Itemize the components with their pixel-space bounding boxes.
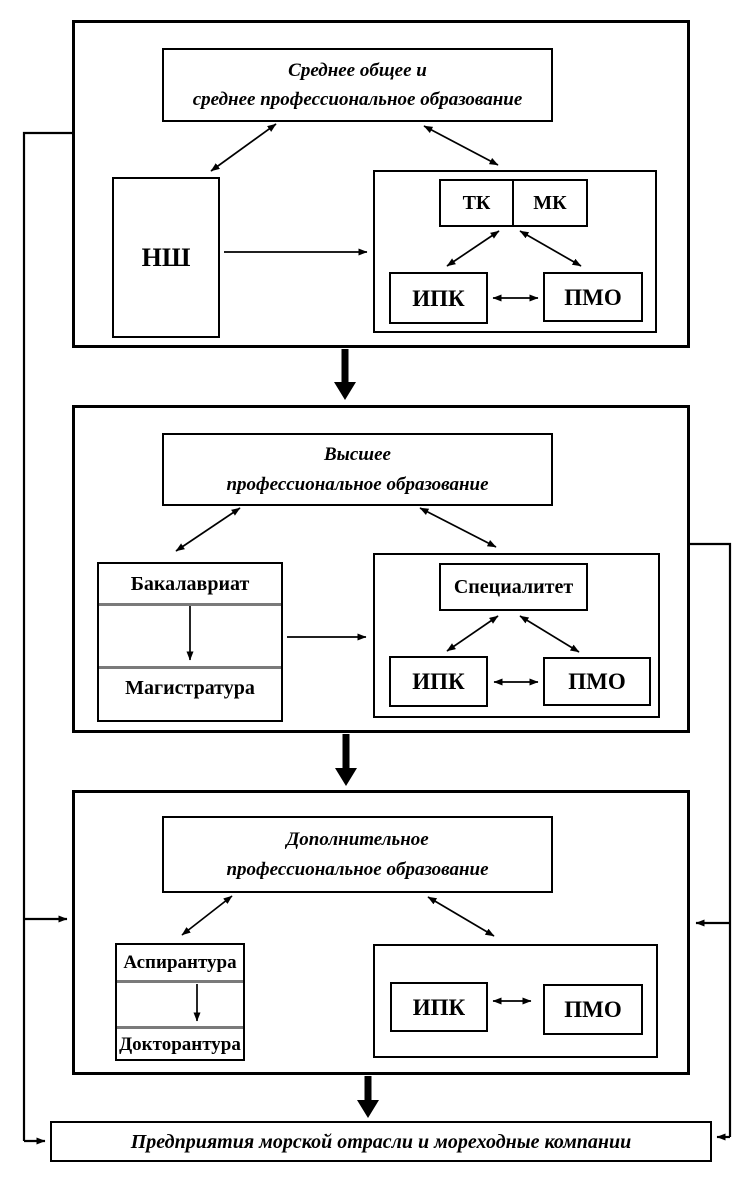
bachelor-label: Бакалавриат (130, 572, 250, 595)
maritime-enterprises-label: Предприятия морской отрасли и мореходные… (130, 1130, 632, 1153)
secondary-pmo-box: ПМО (543, 272, 643, 322)
nsh-box: НШ (112, 177, 220, 338)
tk-label: ТК (462, 192, 491, 214)
higher-ipk-label: ИПК (412, 669, 465, 694)
maritime-enterprises-bar: Предприятия морской отрасли и мореходные… (50, 1121, 712, 1162)
bachelor-divider (99, 603, 281, 606)
master-label: Магистратура (125, 677, 255, 699)
mk-label: МК (533, 192, 567, 214)
secondary-ipk-box: ИПК (389, 272, 488, 324)
additional-ipk-label: ИПК (412, 994, 466, 1020)
left-rail (22, 131, 72, 1141)
additional-education-title-box: Дополнительное профессиональное образова… (162, 816, 553, 893)
secondary-title-line2: среднее профессиональное образование (192, 89, 523, 111)
higher-title-line1: Высшее (324, 444, 391, 466)
secondary-ipk-label: ИПК (412, 285, 465, 311)
higher-title-line2: профессиональное образование (226, 473, 489, 495)
secondary-pmo-label: ПМО (564, 284, 622, 310)
secondary-title-line1: Среднее общее и (288, 59, 427, 81)
thick-arrow-level3-to-enterprises (357, 1076, 379, 1118)
mk-cell: МК (514, 181, 586, 225)
secondary-education-title-box: Среднее общее и среднее профессиональное… (162, 48, 553, 122)
secondary-education-block (72, 20, 690, 348)
postgraduate-label: Аспирантура (123, 952, 237, 973)
postgraduate-doctorate-box: Аспирантура Докторантура (115, 943, 245, 1061)
right-rail (690, 542, 732, 1137)
additional-education-block (72, 790, 690, 1075)
specialist-label: Специалитет (453, 576, 574, 598)
nsh-label: НШ (141, 242, 191, 272)
additional-pmo-box: ПМО (543, 984, 643, 1035)
additional-pmo-label: ПМО (564, 997, 622, 1022)
thick-arrow-level1-to-level2 (334, 349, 356, 400)
specialist-box: Специалитет (439, 563, 588, 611)
postgraduate-divider (117, 980, 243, 983)
additional-ipk-box: ИПК (390, 982, 488, 1032)
higher-ipk-box: ИПК (389, 656, 488, 707)
thick-arrow-level2-to-level3 (335, 734, 357, 786)
higher-education-block (72, 405, 690, 733)
doctorate-label: Докторантура (119, 1033, 241, 1055)
higher-education-title-box: Высшее профессиональное образование (162, 433, 553, 506)
tk-mk-box: ТК МК (439, 179, 588, 227)
additional-title-line1: Дополнительное (286, 828, 429, 850)
tk-cell: ТК (441, 181, 514, 225)
bachelor-master-box: Бакалавриат Магистратура (97, 562, 283, 722)
doctorate-divider (117, 1026, 243, 1029)
higher-pmo-label: ПМО (568, 669, 626, 694)
higher-pmo-box: ПМО (543, 657, 651, 706)
master-divider (99, 666, 281, 669)
additional-title-line2: профессиональное образование (226, 859, 489, 881)
